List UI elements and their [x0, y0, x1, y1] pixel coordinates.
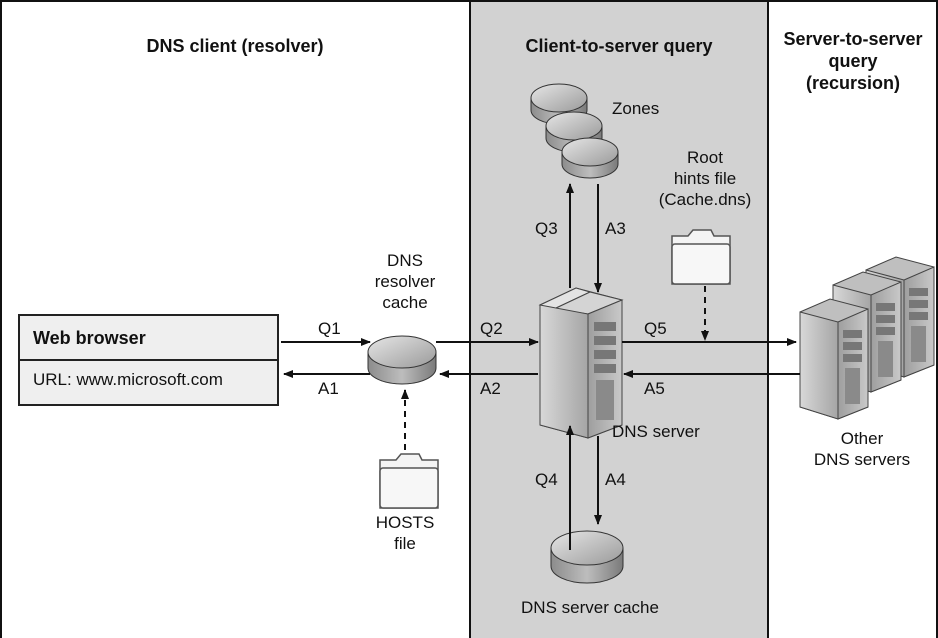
resolver-cache-disk: [367, 335, 437, 385]
label-line: cache: [382, 293, 428, 312]
a3-label: A3: [605, 219, 626, 238]
label-line: DNS servers: [813, 450, 911, 469]
q2-label: Q2: [480, 319, 503, 338]
server-to-server-column-header: Server-to-server query (recursion): [768, 28, 938, 94]
dns-server-cache-label: DNS server cache: [521, 598, 659, 617]
root-hints-label: Root hints file (Cache.dns): [650, 147, 760, 210]
q4-label: Q4: [535, 470, 558, 489]
label-line: resolver: [374, 272, 436, 291]
label-line: (Cache.dns): [658, 190, 752, 209]
client-column-header: DNS client (resolver): [146, 36, 324, 56]
q1-label: Q1: [318, 319, 341, 338]
a5-label: A5: [644, 379, 665, 398]
label-line: Root: [687, 148, 723, 167]
zones-label: Zones: [612, 99, 660, 118]
client-to-server-column-header: Client-to-server query: [525, 36, 713, 56]
label-line: HOSTS: [375, 513, 435, 532]
other-dns-servers-label: Other DNS servers: [792, 428, 932, 470]
resolver-cache-label: DNS resolver cache: [350, 250, 460, 313]
q5-label: Q5: [644, 319, 667, 338]
a4-label: A4: [605, 470, 626, 489]
header-line: query: [828, 51, 878, 71]
label-line: DNS: [387, 251, 423, 270]
a2-label: A2: [480, 379, 501, 398]
hosts-file-label: HOSTS file: [355, 512, 455, 554]
hosts-folder-icon: [379, 453, 439, 509]
a1-label: A1: [318, 379, 339, 398]
q3-label: Q3: [535, 219, 558, 238]
dns-server-label: DNS server: [612, 422, 700, 441]
web-browser-url: URL: www.microsoft.com: [33, 370, 223, 389]
web-browser-title: Web browser: [20, 316, 277, 361]
other-dns-servers-icon: [799, 256, 935, 420]
header-line: Server-to-server: [783, 29, 923, 49]
label-line: hints file: [673, 169, 737, 188]
label-line: file: [394, 534, 416, 553]
web-browser-box: Web browser URL: www.microsoft.com: [18, 314, 279, 406]
label-line: Other: [840, 429, 884, 448]
header-line: (recursion): [805, 73, 901, 93]
zones-disks: [530, 83, 619, 179]
server-cache-disk: [550, 530, 624, 584]
dns-server-tower-icon: [538, 287, 624, 439]
root-hints-folder-icon: [671, 229, 731, 285]
